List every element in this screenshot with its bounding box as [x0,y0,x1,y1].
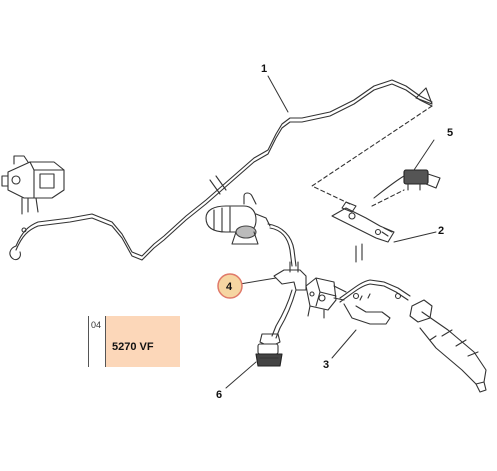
callout-4-highlight [217,273,243,299]
callout-3: 3 [323,359,329,371]
hose-clip [273,261,307,291]
part-number: 5270 VF [106,316,180,367]
bracket [331,207,395,263]
sensor-connector [373,169,441,199]
brake-pipe [9,79,433,261]
switch-pipe [271,289,297,339]
part-reference-box: 04 5270 VF [88,316,180,367]
callout-1: 1 [261,63,267,75]
dashed-connection [311,105,433,207]
junction-block [305,277,347,319]
master-cylinder [205,192,271,245]
pressure-switch [255,333,283,367]
callout-leaders [225,75,437,389]
callout-5: 5 [447,127,453,139]
callout-4: 4 [226,281,233,293]
strut-cylinder [409,299,487,393]
small-fasteners [341,201,393,237]
reference-code: 04 [88,316,106,367]
callout-2: 2 [438,225,444,237]
abs-unit-illustration [1,155,65,215]
callout-6: 6 [216,389,222,401]
slave-pipe [339,279,411,325]
flex-hose [267,223,297,267]
